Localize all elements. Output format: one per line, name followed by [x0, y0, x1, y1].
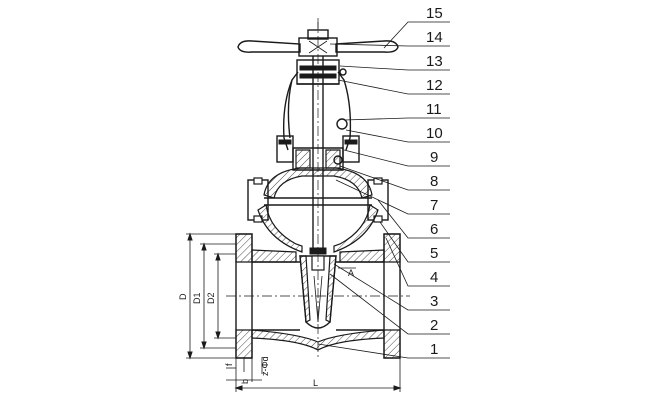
part-number: 5: [430, 245, 438, 262]
part-number-labels: 15 14 13 12 11 10 9 8 7 6 5 4 3 2 1: [426, 5, 443, 358]
part-number: 14: [426, 29, 443, 46]
bonnet: [247, 167, 389, 223]
dim-b: b: [240, 379, 250, 384]
dimension-lines-left: [186, 232, 236, 360]
part-number: 15: [426, 5, 443, 22]
section-mark: A: [348, 268, 354, 278]
body: [235, 204, 401, 359]
part-number: 7: [430, 197, 438, 214]
wedge: [299, 247, 337, 329]
part-number: 13: [426, 53, 443, 70]
stem: [312, 56, 324, 250]
part-number: 10: [426, 125, 443, 142]
dim-z-phi-d: z-Φd: [260, 356, 270, 376]
part-number: 9: [430, 149, 438, 166]
part-number: 1: [430, 341, 438, 358]
dimension-lines-bottom: [226, 358, 402, 392]
part-number: 11: [426, 101, 442, 118]
part-number: 3: [430, 293, 438, 310]
leader-lines: [317, 21, 450, 359]
part-number: 8: [430, 173, 438, 190]
dim-D: D: [178, 293, 188, 300]
part-number: 2: [430, 317, 438, 334]
dim-f: f: [224, 363, 234, 366]
part-number: 12: [426, 77, 443, 94]
dim-D2: D2: [206, 292, 216, 304]
part-number: 6: [430, 221, 438, 238]
dim-L: L: [313, 378, 318, 388]
part-number: 4: [430, 269, 438, 286]
dim-D1: D1: [192, 292, 202, 304]
